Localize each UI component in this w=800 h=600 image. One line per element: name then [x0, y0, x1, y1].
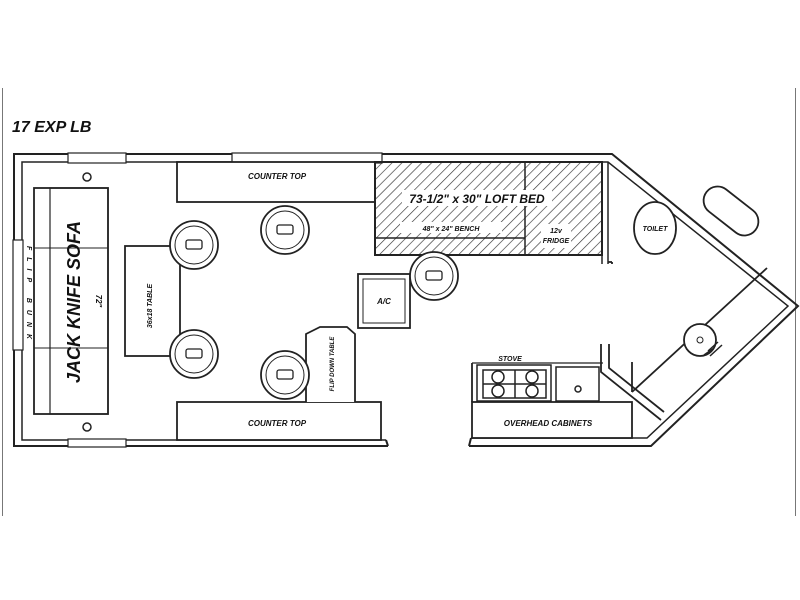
- overhead-cabinets-label: OVERHEAD CABINETS: [504, 419, 593, 428]
- flip-down-table: [305, 326, 356, 402]
- fridge-label-line1: 12v: [550, 228, 563, 235]
- window: [12, 152, 383, 448]
- sofa-marker: [82, 172, 92, 182]
- counter-top-lower: [176, 401, 382, 441]
- sofa-label: JACK KNIFE SOFA: [64, 221, 84, 383]
- sofa-size-label: 72": [94, 295, 103, 308]
- toilet: [633, 201, 677, 255]
- ac-unit: [357, 273, 411, 329]
- ac-label: A/C: [376, 297, 391, 306]
- bathroom-sink: [683, 323, 723, 357]
- toilet-label: TOILET: [643, 226, 668, 233]
- bench-label: 48" x 24" BENCH: [422, 226, 481, 233]
- fridge-label-line2: FRIDGE: [543, 238, 570, 245]
- dinette-table: [124, 245, 181, 357]
- counter-top-lower-label: COUNTER TOP: [248, 419, 307, 428]
- sofa-marker: [82, 422, 92, 432]
- counter-top-upper: [176, 161, 376, 203]
- toilet-tank: [702, 185, 760, 237]
- loft-bed-label: 73-1/2" x 30" LOFT BED: [409, 192, 545, 206]
- counter-top-upper-label: COUNTER TOP: [248, 172, 307, 181]
- loft-bed: [374, 161, 609, 264]
- table-label: 36x18 TABLE: [147, 284, 154, 329]
- model-title: 17 EXP LB: [12, 119, 92, 136]
- seat-handle-icon: [185, 224, 443, 380]
- kitchen-sink: [555, 366, 600, 402]
- stove-label: STOVE: [498, 356, 522, 363]
- jack-knife-sofa: [33, 187, 109, 415]
- right-edge-rule: [795, 88, 796, 516]
- left-edge-rule: [2, 88, 3, 516]
- flip-bunk-label: FLIP BUNK: [25, 246, 32, 346]
- flip-down-table-label: FLIP DOWN TABLE: [330, 336, 336, 392]
- stove: [476, 364, 552, 402]
- overhead-cabinets: [471, 401, 633, 439]
